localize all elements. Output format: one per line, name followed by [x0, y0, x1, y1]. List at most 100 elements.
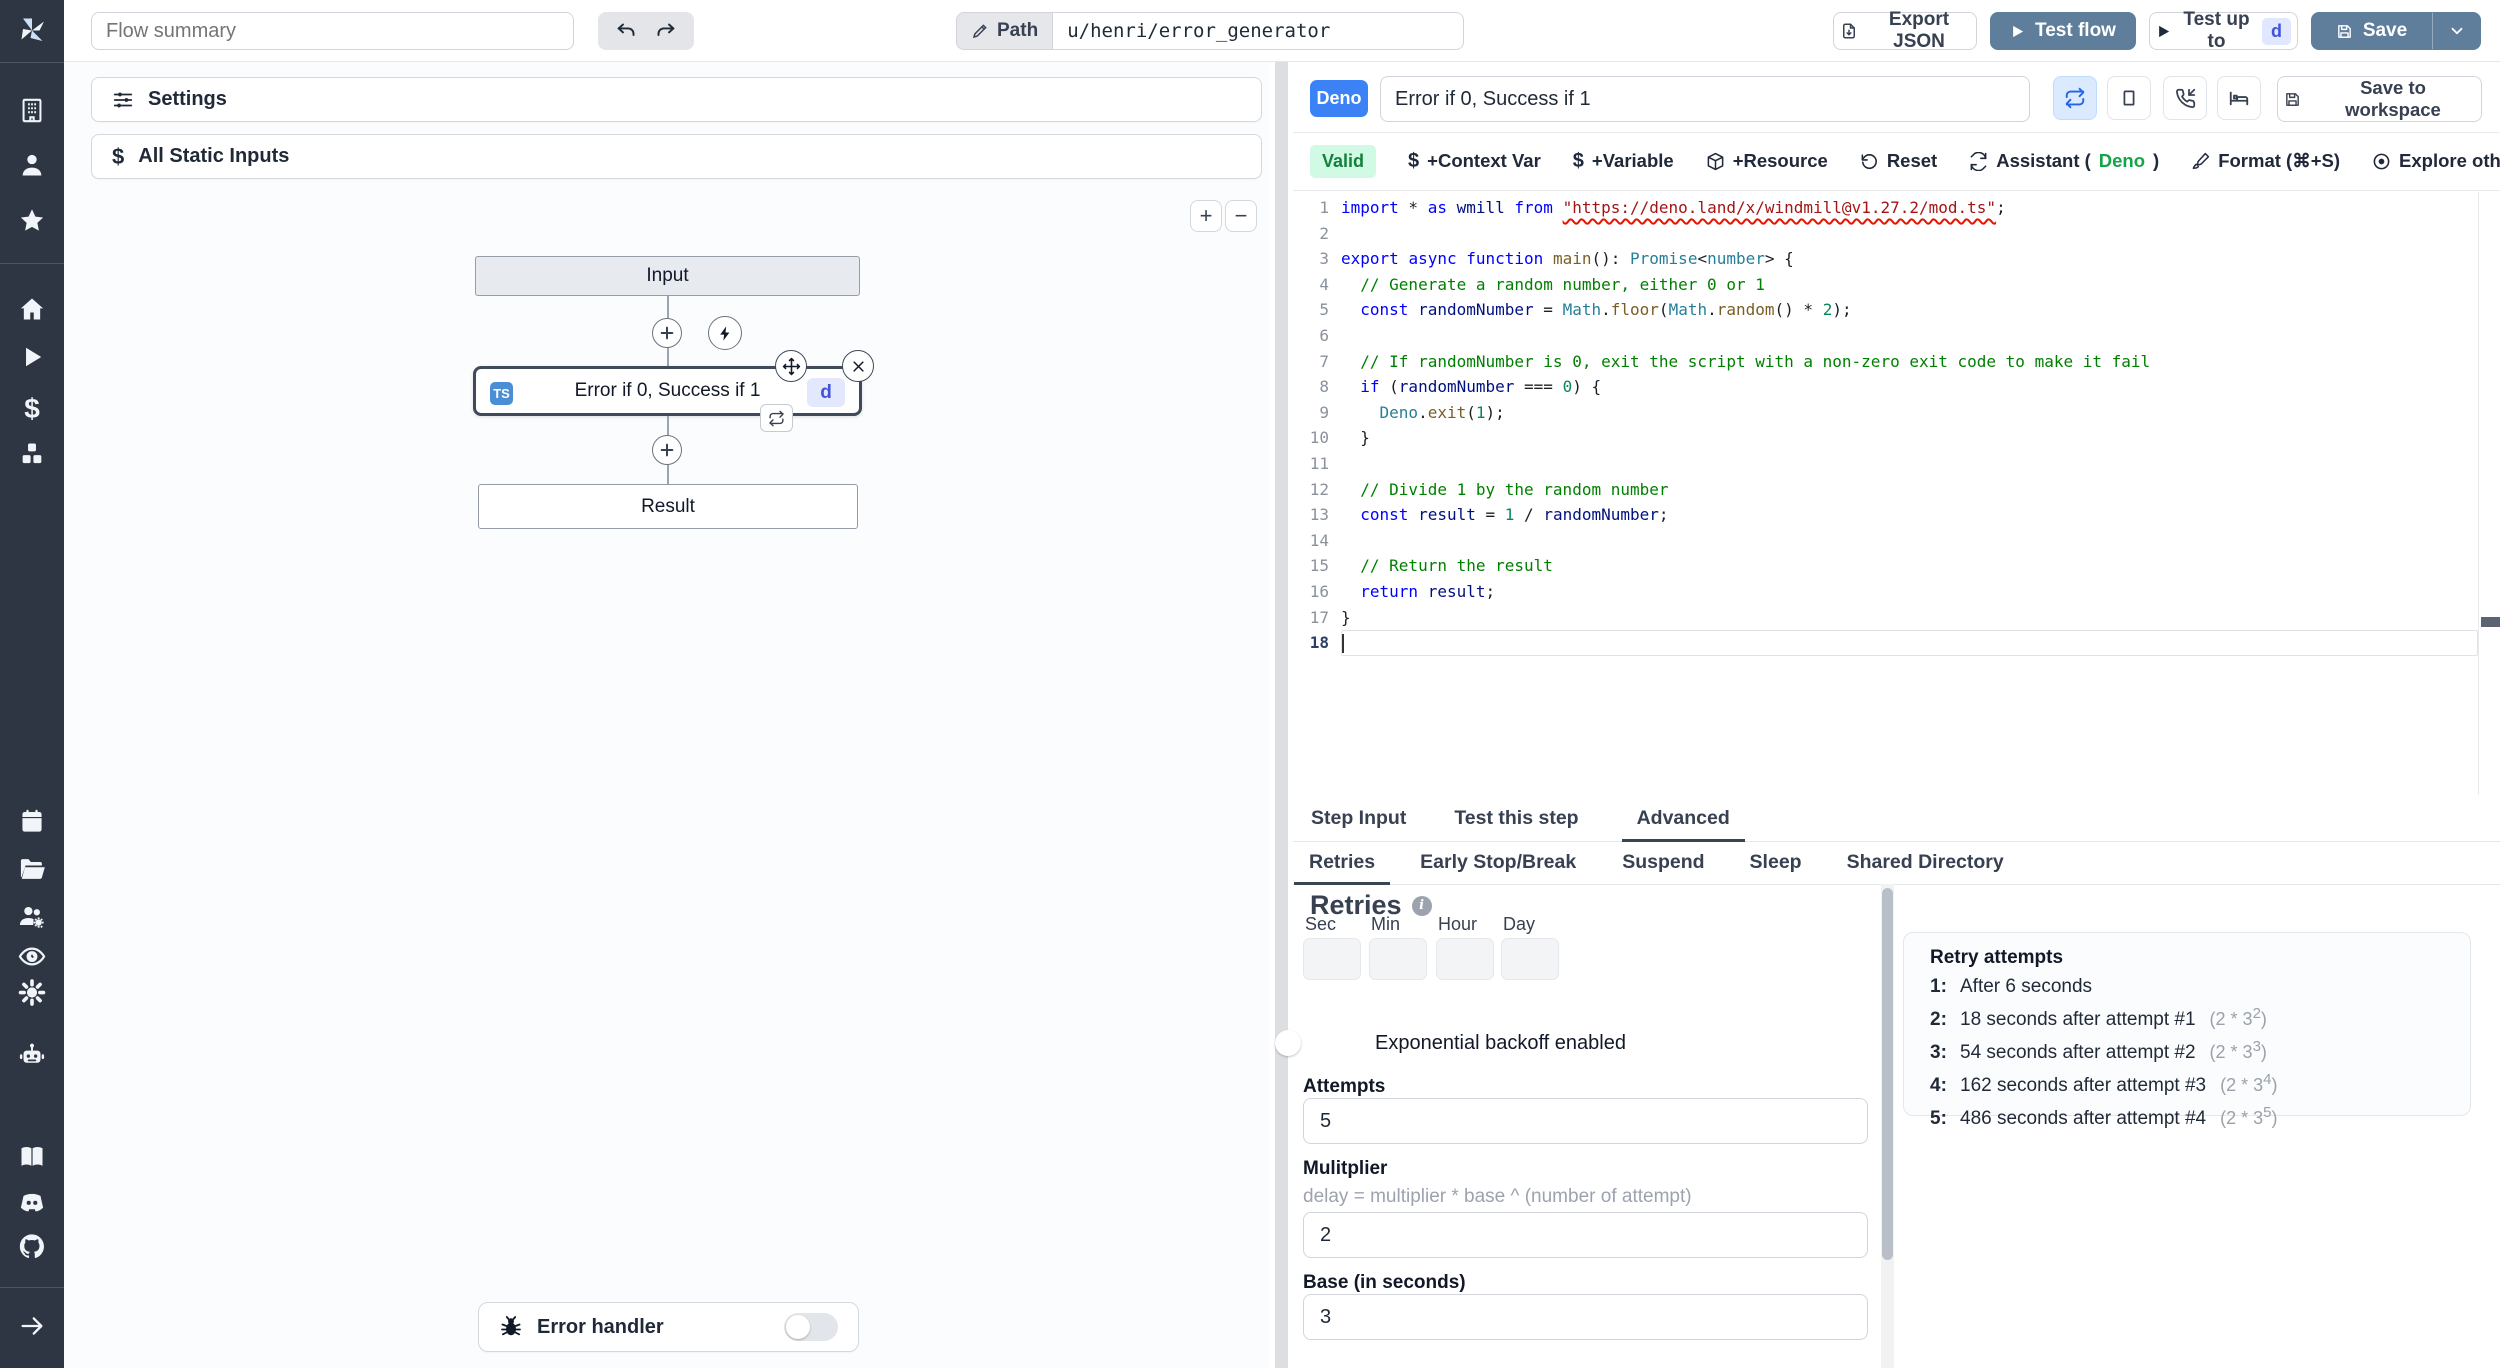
- repeat-icon: [769, 410, 784, 426]
- save-to-workspace-button[interactable]: Save to workspace: [2277, 76, 2482, 122]
- audit-eye-icon[interactable]: [18, 942, 47, 971]
- base-input[interactable]: [1303, 1294, 1868, 1340]
- insert-step-button[interactable]: [652, 435, 682, 465]
- move-icon: [782, 357, 800, 375]
- star-icon[interactable]: [18, 207, 46, 235]
- user-icon[interactable]: [18, 151, 46, 179]
- discord-icon[interactable]: [18, 1188, 47, 1217]
- input-node-label: Input: [646, 265, 689, 286]
- sleep-bed-button[interactable]: [2217, 76, 2261, 120]
- subtab-suspend[interactable]: Suspend: [1622, 851, 1705, 873]
- insert-step-button[interactable]: [652, 318, 682, 348]
- step-id-badge[interactable]: d: [807, 378, 845, 407]
- retry-attempt-row: 4:162 seconds after attempt #3(2 * 34): [1930, 1071, 2278, 1096]
- canvas-zoom-in-button[interactable]: +: [1190, 200, 1222, 232]
- panel-splitter[interactable]: [1270, 62, 1293, 1368]
- retry-hour-input[interactable]: [1436, 938, 1494, 980]
- multiplier-input[interactable]: [1303, 1212, 1868, 1258]
- folder-icon[interactable]: [18, 855, 46, 883]
- add-variable-button[interactable]: $ +Variable: [1557, 150, 1690, 173]
- diff-toggle-button[interactable]: [2053, 76, 2097, 120]
- editor-scroll-indicator[interactable]: [2481, 617, 2500, 627]
- info-icon[interactable]: i: [1411, 895, 1432, 916]
- play-icon: [2010, 24, 2025, 39]
- step-node-label: Error if 0, Success if 1: [574, 380, 761, 401]
- groups-users-gear-icon[interactable]: [18, 902, 47, 931]
- resources-cubes-icon[interactable]: [18, 440, 46, 468]
- assistant-button[interactable]: Assistant (Deno): [1953, 150, 2175, 172]
- flow-summary-input[interactable]: [91, 12, 574, 50]
- canvas-zoom-out-button[interactable]: −: [1225, 200, 1257, 232]
- github-icon[interactable]: [18, 1232, 47, 1261]
- move-step-button[interactable]: [775, 350, 807, 382]
- deno-language-badge[interactable]: Deno: [1310, 80, 1368, 117]
- home-icon[interactable]: [18, 295, 46, 323]
- retry-attempt-row: 1:After 6 seconds: [1930, 976, 2093, 997]
- subtab-early-stop[interactable]: Early Stop/Break: [1420, 851, 1577, 873]
- variables-dollar-icon[interactable]: $: [24, 393, 40, 424]
- step-name-input[interactable]: [1380, 76, 2030, 122]
- dollar-icon: $: [112, 143, 125, 169]
- trigger-bolt-button[interactable]: [708, 316, 742, 350]
- webhook-phone-button[interactable]: [2163, 76, 2207, 120]
- test-up-to-button[interactable]: Test up to d: [2149, 9, 2298, 52]
- all-static-inputs-bar[interactable]: $ All Static Inputs: [91, 134, 1262, 179]
- tab-advanced[interactable]: Advanced: [1621, 795, 1745, 842]
- code-line: 11: [1309, 453, 1329, 473]
- reset-button[interactable]: Reset: [1844, 150, 1953, 172]
- windmill-logo-icon[interactable]: [14, 14, 50, 50]
- add-context-var-button[interactable]: $ +Context Var: [1392, 150, 1557, 173]
- explore-scripts-button[interactable]: Explore other s: [2356, 150, 2500, 172]
- flow-settings-bar[interactable]: Settings: [91, 77, 1262, 122]
- collapse-arrow-right-icon[interactable]: [18, 1312, 46, 1340]
- subtab-sleep[interactable]: Sleep: [1749, 851, 1802, 873]
- multiplier-help-text: delay = multiplier * base ^ (number of a…: [1303, 1186, 1692, 1207]
- error-handler-bar[interactable]: Error handler: [478, 1302, 859, 1352]
- settings-bar-label: Settings: [148, 88, 227, 110]
- content-scrollbar-track: [1881, 884, 1894, 1368]
- add-resource-button[interactable]: +Resource: [1690, 150, 1844, 172]
- retry-sec-input[interactable]: [1303, 938, 1361, 980]
- docs-book-icon[interactable]: [18, 1143, 46, 1171]
- flow-node-result[interactable]: Result: [478, 484, 858, 529]
- format-button[interactable]: Format (⌘+S): [2175, 150, 2356, 172]
- subtab-retries[interactable]: Retries: [1294, 841, 1391, 885]
- settings-gear-icon[interactable]: [18, 978, 47, 1007]
- tab-test-this-step[interactable]: Test this step: [1454, 806, 1579, 829]
- path-prefix[interactable]: Path: [956, 12, 1053, 50]
- retry-attempts-title: Retry attempts: [1930, 947, 2064, 968]
- test-flow-button[interactable]: Test flow: [1990, 12, 2136, 50]
- retry-min-input[interactable]: [1369, 938, 1427, 980]
- path-input[interactable]: [1052, 12, 1464, 50]
- export-json-button[interactable]: Export JSON: [1833, 9, 1977, 52]
- mobile-view-button[interactable]: [2107, 76, 2151, 120]
- attempts-input[interactable]: [1303, 1098, 1868, 1144]
- redo-button[interactable]: [655, 21, 676, 42]
- workers-robot-icon[interactable]: [18, 1041, 47, 1070]
- workspace-building-icon[interactable]: [19, 97, 46, 124]
- test-up-to-label: Test up to: [2183, 9, 2250, 52]
- delete-step-button[interactable]: [842, 350, 874, 382]
- runs-play-icon[interactable]: [19, 344, 45, 370]
- typescript-badge: TS: [490, 382, 513, 405]
- test-up-to-step-badge: d: [2262, 17, 2291, 45]
- undo-button[interactable]: [616, 21, 637, 42]
- schedules-calendar-icon[interactable]: [19, 808, 46, 835]
- retry-indicator-button[interactable]: [760, 404, 793, 432]
- error-handler-label: Error handler: [537, 1315, 664, 1338]
- flow-node-input[interactable]: Input: [475, 256, 860, 296]
- save-dropdown-button[interactable]: [2432, 12, 2481, 50]
- error-handler-toggle[interactable]: [784, 1313, 838, 1341]
- save-button[interactable]: Save: [2311, 12, 2432, 50]
- content-scrollbar-thumb[interactable]: [1882, 888, 1893, 1260]
- subtab-shared-directory[interactable]: Shared Directory: [1846, 851, 2004, 873]
- retry-day-input[interactable]: [1501, 938, 1559, 980]
- code-line: 16 return result;: [1309, 581, 1496, 601]
- sec-label: Sec: [1305, 914, 1337, 934]
- tab-step-input[interactable]: Step Input: [1311, 806, 1407, 829]
